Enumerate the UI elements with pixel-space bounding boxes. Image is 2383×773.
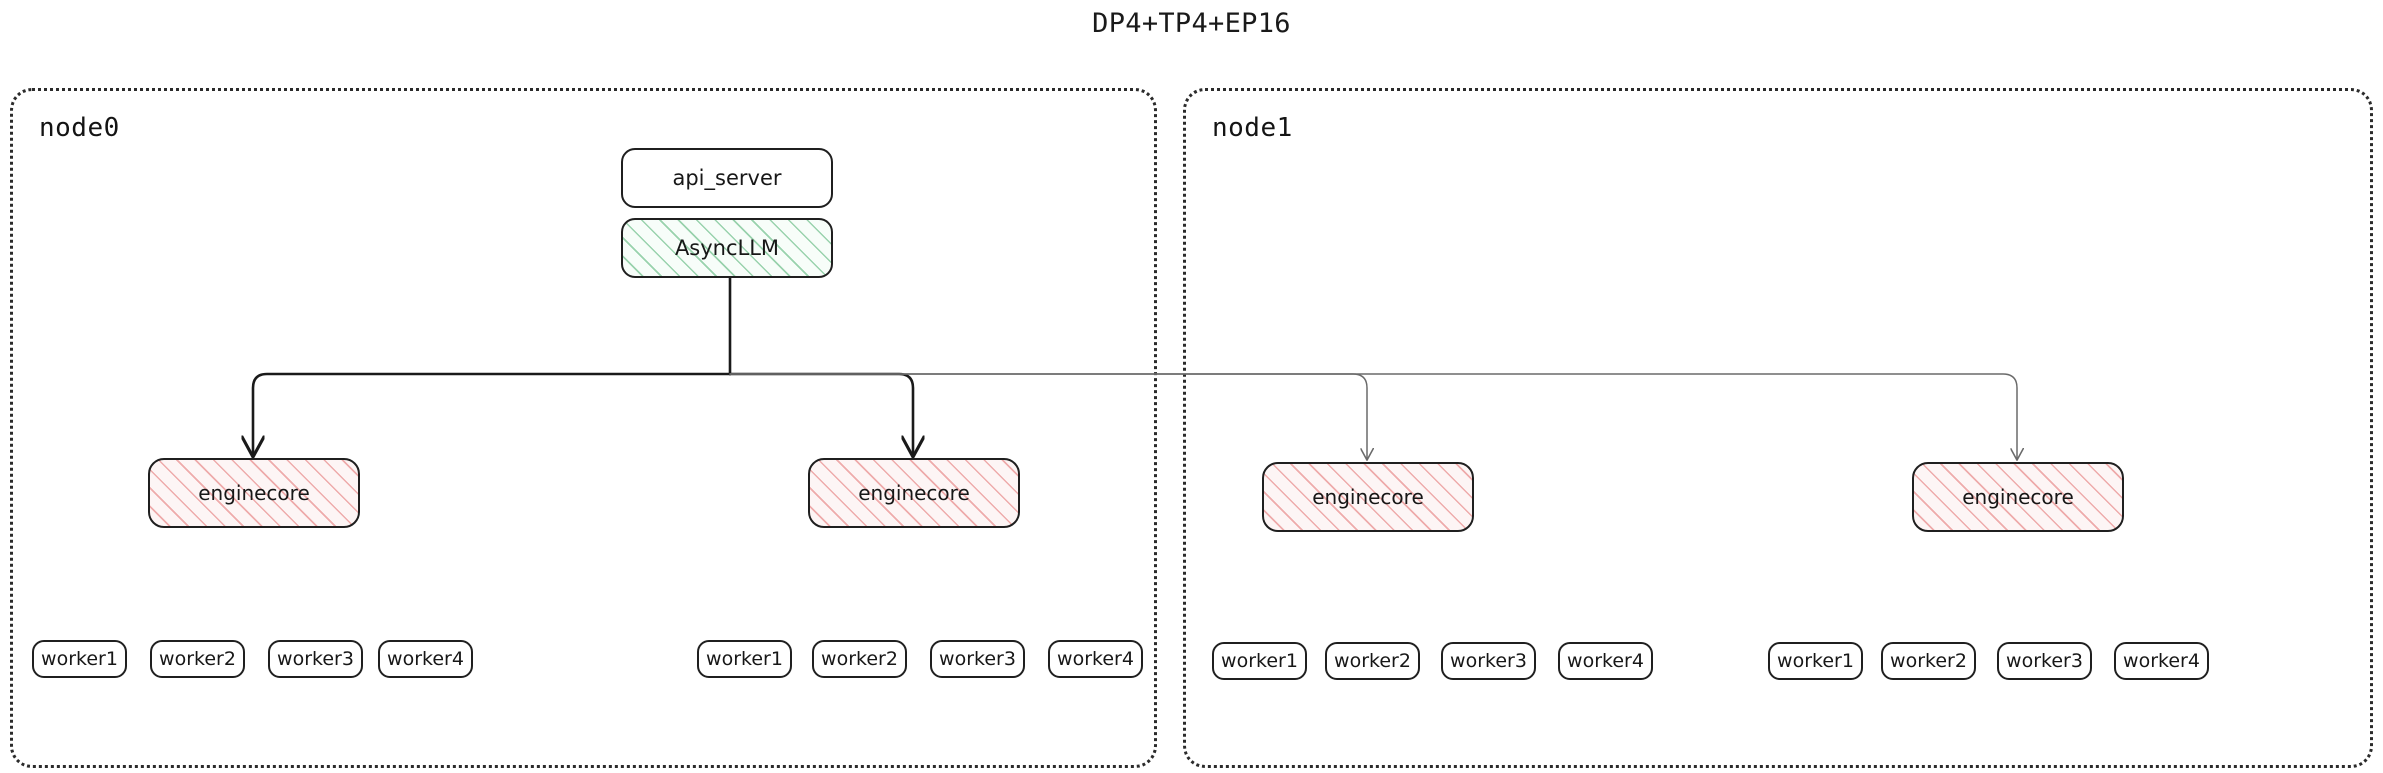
box-enginecore[interactable]: enginecore [148, 458, 360, 528]
box-worker[interactable]: worker2 [1881, 642, 1976, 680]
box-worker-label: worker2 [821, 648, 898, 670]
box-worker-label: worker1 [1221, 650, 1298, 672]
box-enginecore-label: enginecore [1312, 485, 1424, 509]
node-group-label-node1: node1 [1212, 113, 1293, 143]
box-enginecore-label: enginecore [858, 481, 970, 505]
box-worker[interactable]: worker4 [378, 640, 473, 678]
box-api-server-label: api_server [672, 166, 782, 190]
box-worker[interactable]: worker2 [150, 640, 245, 678]
box-worker[interactable]: worker4 [1558, 642, 1653, 680]
box-worker[interactable]: worker2 [1325, 642, 1420, 680]
box-worker[interactable]: worker4 [2114, 642, 2209, 680]
box-worker[interactable]: worker1 [697, 640, 792, 678]
box-async-llm[interactable]: AsyncLLM [621, 218, 833, 278]
box-enginecore-label: enginecore [1962, 485, 2074, 509]
box-worker-label: worker1 [41, 648, 118, 670]
box-worker[interactable]: worker1 [1212, 642, 1307, 680]
box-worker[interactable]: worker3 [268, 640, 363, 678]
box-worker-label: worker4 [1567, 650, 1644, 672]
box-worker-label: worker2 [1890, 650, 1967, 672]
node-group-label-node0: node0 [39, 113, 120, 143]
box-enginecore-label: enginecore [198, 481, 310, 505]
box-worker-label: worker2 [159, 648, 236, 670]
box-worker-label: worker3 [939, 648, 1016, 670]
box-worker-label: worker3 [1450, 650, 1527, 672]
box-worker[interactable]: worker3 [1441, 642, 1536, 680]
box-worker-label: worker3 [2006, 650, 2083, 672]
box-worker-label: worker1 [1777, 650, 1854, 672]
box-worker-label: worker4 [2123, 650, 2200, 672]
box-worker-label: worker3 [277, 648, 354, 670]
box-worker-label: worker1 [706, 648, 783, 670]
box-async-llm-label: AsyncLLM [674, 236, 780, 260]
box-worker[interactable]: worker1 [32, 640, 127, 678]
box-worker[interactable]: worker3 [930, 640, 1025, 678]
box-api-server[interactable]: api_server [621, 148, 833, 208]
box-worker[interactable]: worker3 [1997, 642, 2092, 680]
box-worker[interactable]: worker2 [812, 640, 907, 678]
box-enginecore[interactable]: enginecore [1262, 462, 1474, 532]
box-worker[interactable]: worker1 [1768, 642, 1863, 680]
box-worker-label: worker4 [1057, 648, 1134, 670]
page-title: DP4+TP4+EP16 [1092, 8, 1291, 39]
box-worker-label: worker4 [387, 648, 464, 670]
box-enginecore[interactable]: enginecore [1912, 462, 2124, 532]
box-enginecore[interactable]: enginecore [808, 458, 1020, 528]
box-worker[interactable]: worker4 [1048, 640, 1143, 678]
box-worker-label: worker2 [1334, 650, 1411, 672]
